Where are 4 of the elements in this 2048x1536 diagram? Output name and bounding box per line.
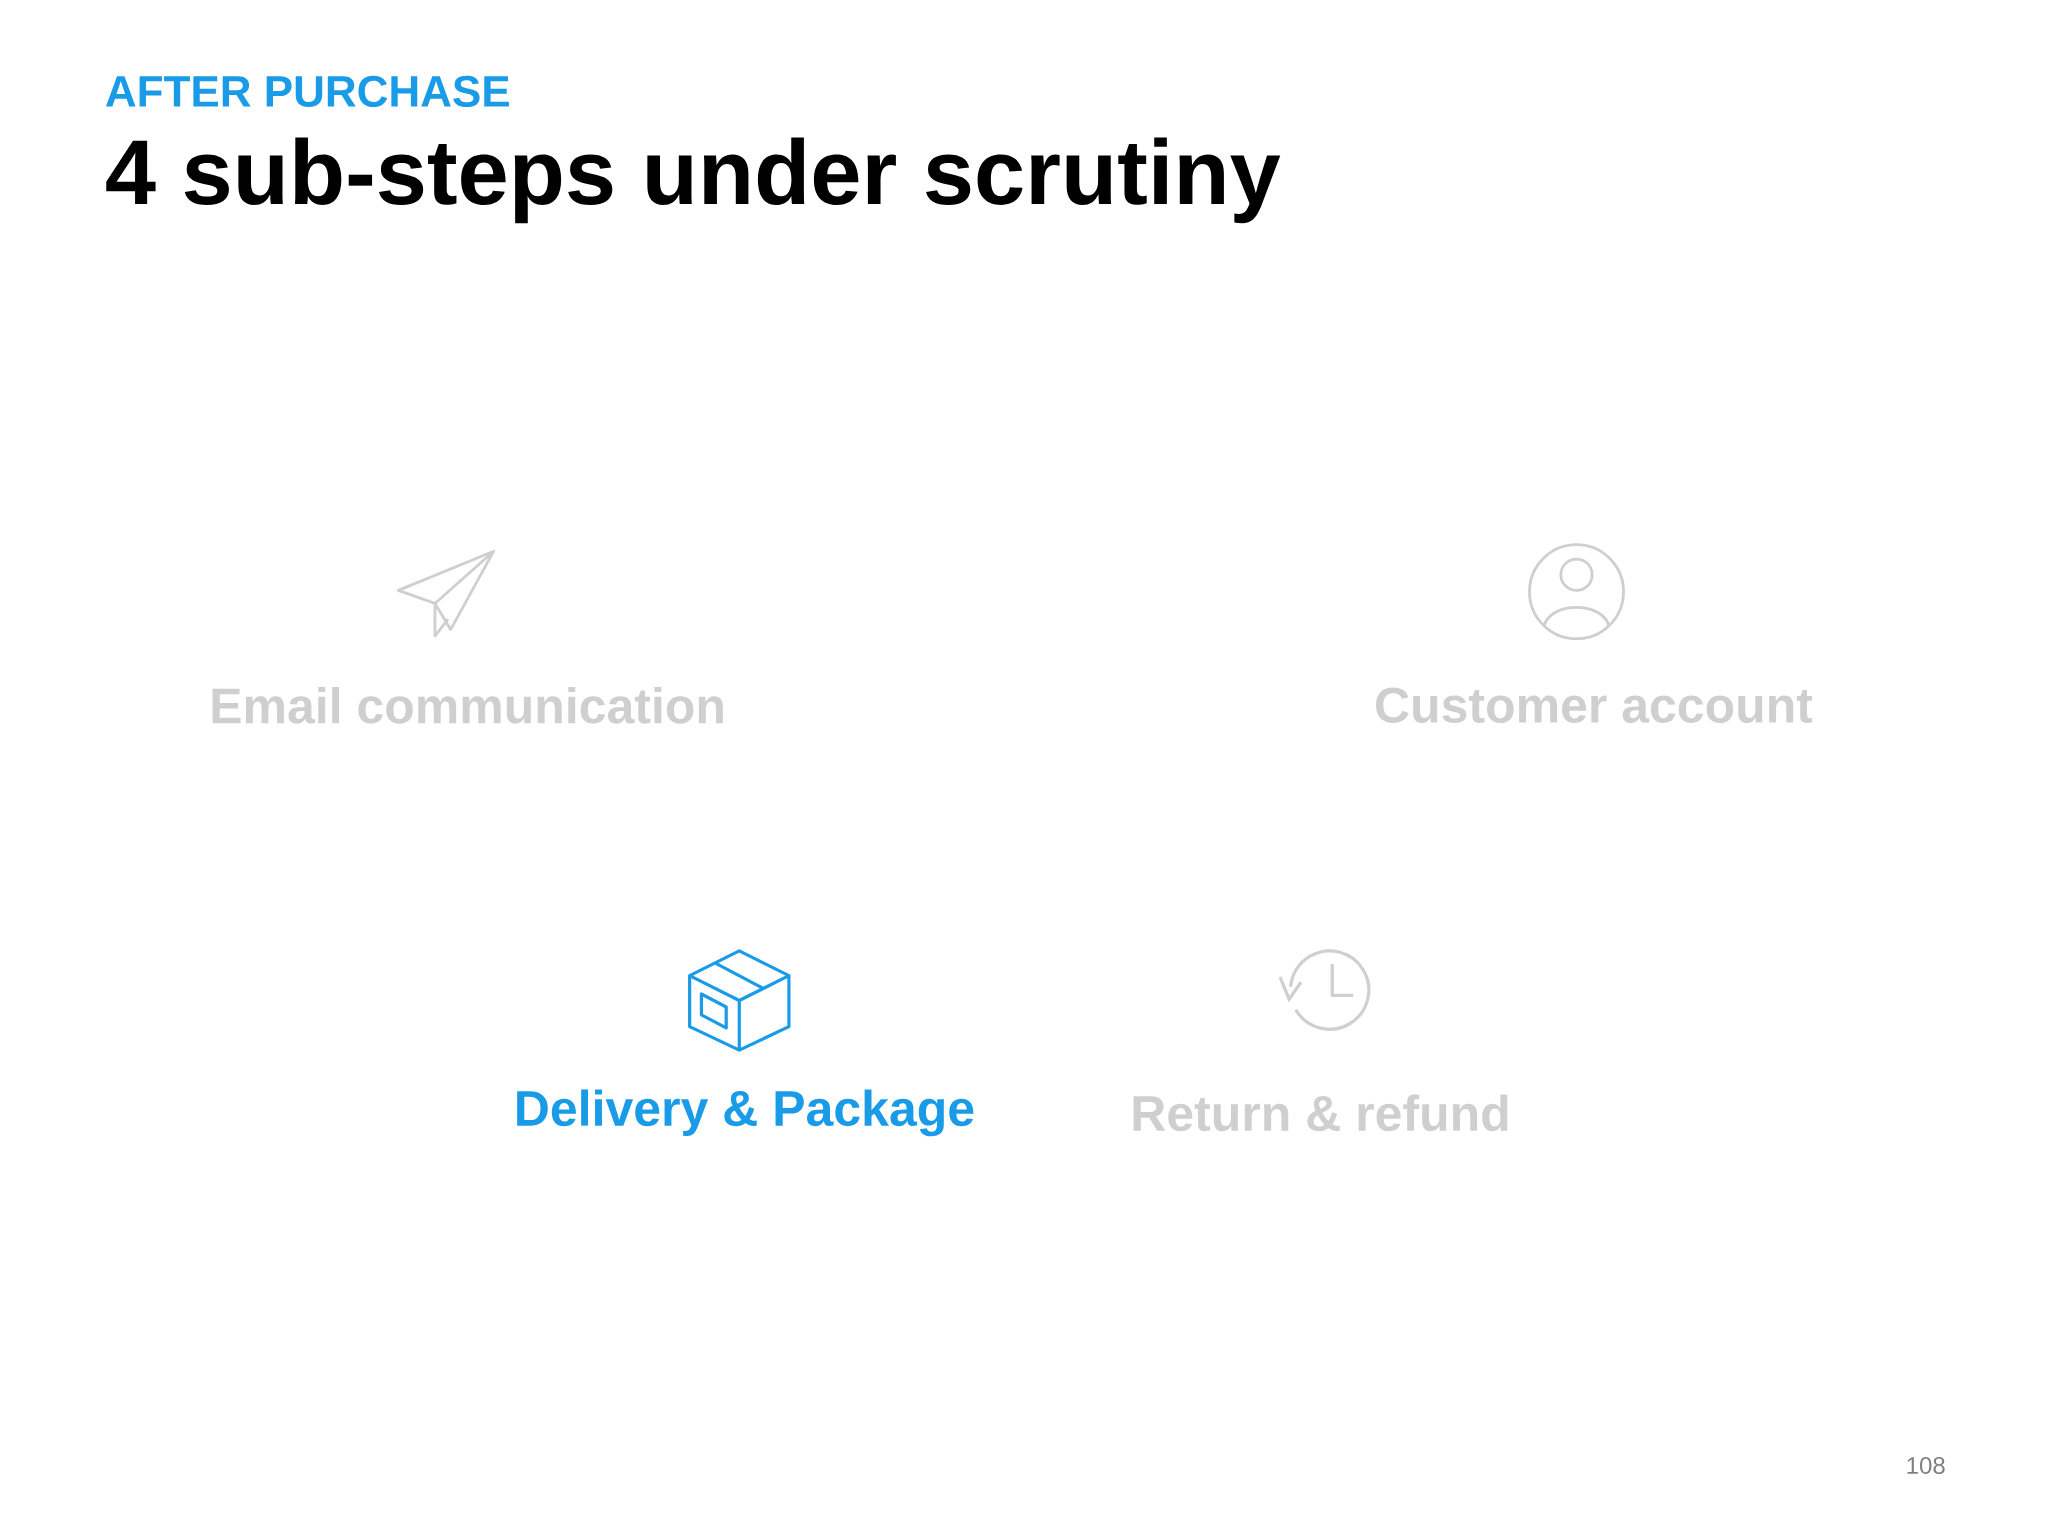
title: 4 sub-steps under scrutiny <box>106 137 1281 224</box>
page-number: 108 <box>1907 1457 1945 1474</box>
step-label: Delivery & Package <box>517 1089 974 1137</box>
section-label: AFTER PURCHASE <box>106 75 509 107</box>
